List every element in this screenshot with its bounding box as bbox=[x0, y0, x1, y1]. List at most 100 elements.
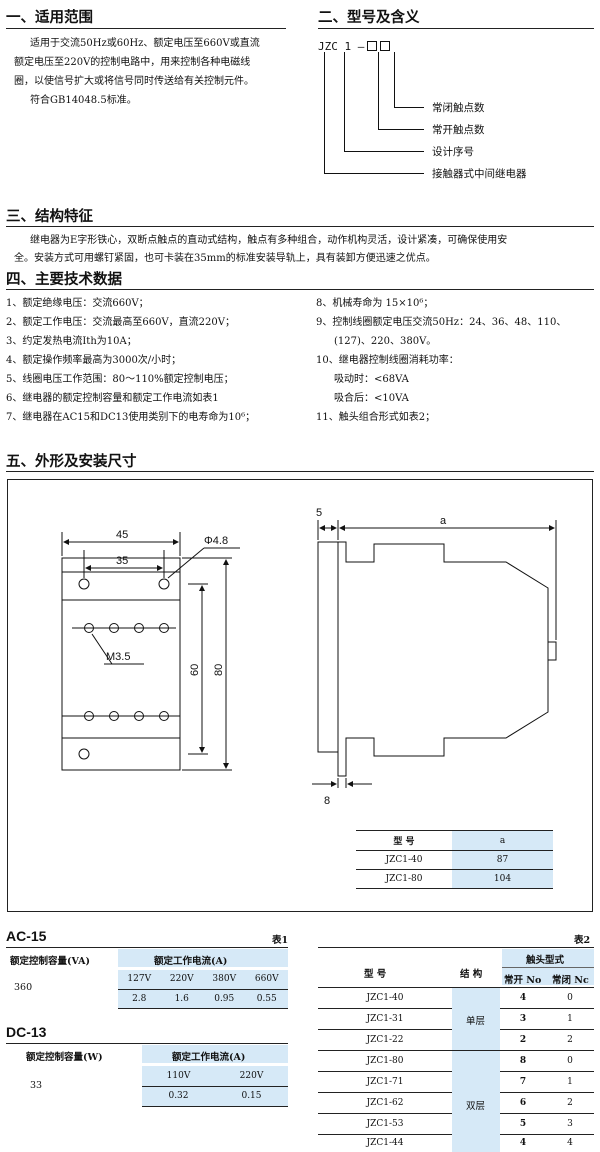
divider bbox=[318, 28, 594, 29]
struct-single: 单层 bbox=[466, 1016, 486, 1027]
dim-table-header: a bbox=[452, 830, 553, 851]
structure-line: 全。安装方式可用螺钉紧固，也可卡装在35mm的标准安装导轨上，具有装卸方便迅速之… bbox=[14, 253, 436, 264]
table-row: JZC1-44 4 4 bbox=[318, 1134, 594, 1152]
connector-line bbox=[344, 151, 424, 152]
dim-table-header: 型 号 bbox=[356, 830, 452, 851]
divider bbox=[6, 947, 288, 948]
table2-model: JZC1-22 bbox=[318, 1029, 452, 1051]
table2-model: JZC1-71 bbox=[318, 1071, 452, 1093]
table2-model: JZC1-40 bbox=[318, 988, 452, 1009]
dim-table-cell: 87 bbox=[452, 850, 553, 870]
connector-line bbox=[344, 52, 345, 152]
header-shade bbox=[142, 1045, 288, 1063]
side-view-outline bbox=[317, 541, 549, 777]
box-icon bbox=[367, 41, 378, 51]
dim-hole: Φ4.8 bbox=[204, 535, 228, 547]
table2-model: JZC1-44 bbox=[366, 1138, 404, 1149]
table-row: JZC1-80 8 0 bbox=[318, 1050, 594, 1072]
table-row: JZC1-22 2 2 bbox=[318, 1029, 594, 1051]
tech-item: 吸合后：<10VA bbox=[334, 393, 409, 404]
header-shade bbox=[118, 949, 288, 967]
section-title-scope: 一、适用范围 bbox=[6, 10, 93, 26]
contact-type-table: JZC1-40 4 0 JZC1-31 3 1 JZC1-22 2 2 JZC1… bbox=[318, 988, 594, 1152]
ac15-current: 2.8 bbox=[118, 989, 161, 1009]
connector-line bbox=[394, 52, 395, 108]
divider bbox=[502, 967, 594, 968]
dc13-current: 0.15 bbox=[215, 1086, 288, 1107]
dim-5: 5 bbox=[316, 507, 322, 519]
divider bbox=[6, 28, 286, 29]
table2-no: 5 bbox=[500, 1113, 546, 1135]
table2-no-header: 常开 No bbox=[504, 975, 542, 986]
table-row: JZC1-71 7 1 bbox=[318, 1071, 594, 1093]
section-title-dimensions: 五、外形及安装尺寸 bbox=[6, 454, 137, 470]
scope-line: 符合GB14048.5标准。 bbox=[30, 95, 137, 106]
box-icon bbox=[380, 41, 391, 51]
mounting-hole-icon bbox=[158, 578, 170, 590]
table2-nc: 2 bbox=[546, 1092, 594, 1114]
section-title-structure: 三、结构特征 bbox=[6, 209, 93, 225]
table2-nc: 1 bbox=[546, 1071, 594, 1093]
table2-nc: 4 bbox=[567, 1138, 573, 1149]
tech-item: (127)、220、380V。 bbox=[334, 336, 437, 347]
table-row: JZC1-53 5 3 bbox=[318, 1113, 594, 1135]
dc13-capacity-value: 33 bbox=[30, 1080, 43, 1091]
model-code: JZC 1 – bbox=[318, 40, 391, 53]
dc13-current: 0.32 bbox=[142, 1086, 215, 1107]
ac15-voltage: 380V bbox=[203, 970, 246, 990]
tech-item: 10、继电器控制线圈消耗功率： bbox=[316, 355, 459, 366]
model-label-type: 接触器式中间继电器 bbox=[432, 168, 527, 180]
mounting-hole-icon bbox=[78, 578, 90, 590]
struct-shade bbox=[452, 988, 500, 1152]
table2-nc: 0 bbox=[546, 988, 594, 1009]
divider bbox=[6, 226, 594, 227]
model-label-nc: 常闭触点数 bbox=[432, 102, 485, 114]
dim-a: a bbox=[440, 515, 447, 527]
dim-8: 8 bbox=[324, 795, 330, 807]
dc13-voltage: 110V bbox=[142, 1066, 215, 1087]
dimension-drawing-frame: 45 35 Φ4.8 M3.5 60 80 5 a 8 bbox=[7, 479, 593, 912]
table2-nc-header: 常闭 Nc bbox=[552, 975, 589, 986]
tech-item: 6、继电器的额定控制容量和额定工作电流如表1 bbox=[6, 393, 219, 404]
dc13-title: DC-13 bbox=[6, 1024, 47, 1040]
connector-line bbox=[394, 107, 424, 108]
dc13-capacity-header: 额定控制容量(W) bbox=[26, 1052, 103, 1063]
dim-35: 35 bbox=[116, 555, 128, 567]
connector-line bbox=[378, 52, 379, 130]
connector-line bbox=[324, 52, 325, 174]
table2-no: 4 bbox=[500, 988, 546, 1009]
front-view-outline bbox=[61, 557, 181, 771]
dimension-drawing: 45 35 Φ4.8 M3.5 60 80 5 a 8 bbox=[61, 507, 557, 807]
table-row: JZC1-31 3 1 bbox=[318, 1008, 594, 1030]
table2-contacts-header: 触头型式 bbox=[526, 955, 565, 966]
dim-table-cell: JZC1-80 bbox=[356, 869, 452, 889]
table2-no: 2 bbox=[500, 1029, 546, 1051]
model-code-text: JZC 1 – bbox=[318, 40, 365, 53]
ac15-current-table: 127V 220V 380V 660V 2.8 1.6 0.95 0.55 bbox=[118, 970, 288, 1009]
table2-model: JZC1-80 bbox=[318, 1050, 452, 1072]
table2-model: JZC1-53 bbox=[318, 1113, 452, 1135]
mounting-hole-icon bbox=[78, 748, 90, 760]
tech-item: 8、机械寿命为 15×10⁶； bbox=[316, 298, 434, 309]
table2-nc: 1 bbox=[546, 1008, 594, 1030]
scope-line: 额定电压至220V的控制电路中，用来控制各种电磁线 bbox=[14, 57, 251, 68]
table1-label: 表1 bbox=[272, 935, 289, 946]
dim-45: 45 bbox=[116, 529, 128, 541]
table2-no: 8 bbox=[500, 1050, 546, 1072]
model-label-design: 设计序号 bbox=[432, 146, 474, 158]
table2-nc: 3 bbox=[546, 1113, 594, 1135]
ac15-capacity-value: 360 bbox=[14, 982, 33, 993]
table2-model: JZC1-31 bbox=[318, 1008, 452, 1030]
divider bbox=[318, 947, 594, 948]
table2-model-header: 型 号 bbox=[364, 969, 387, 980]
dim-80: 80 bbox=[213, 664, 225, 676]
table2-nc: 2 bbox=[546, 1029, 594, 1051]
divider bbox=[6, 289, 594, 290]
ac15-current: 0.55 bbox=[245, 989, 288, 1009]
table-row: JZC1-40 4 0 bbox=[318, 988, 594, 1009]
divider bbox=[6, 471, 594, 472]
tech-item: 吸动时：<68VA bbox=[334, 374, 409, 385]
scope-line: 适用于交流50Hz或60Hz、额定电压至660V或直流 bbox=[30, 38, 260, 49]
tech-item: 3、约定发热电流Ith为10A； bbox=[6, 336, 137, 347]
dim-table-cell: 104 bbox=[452, 869, 553, 889]
